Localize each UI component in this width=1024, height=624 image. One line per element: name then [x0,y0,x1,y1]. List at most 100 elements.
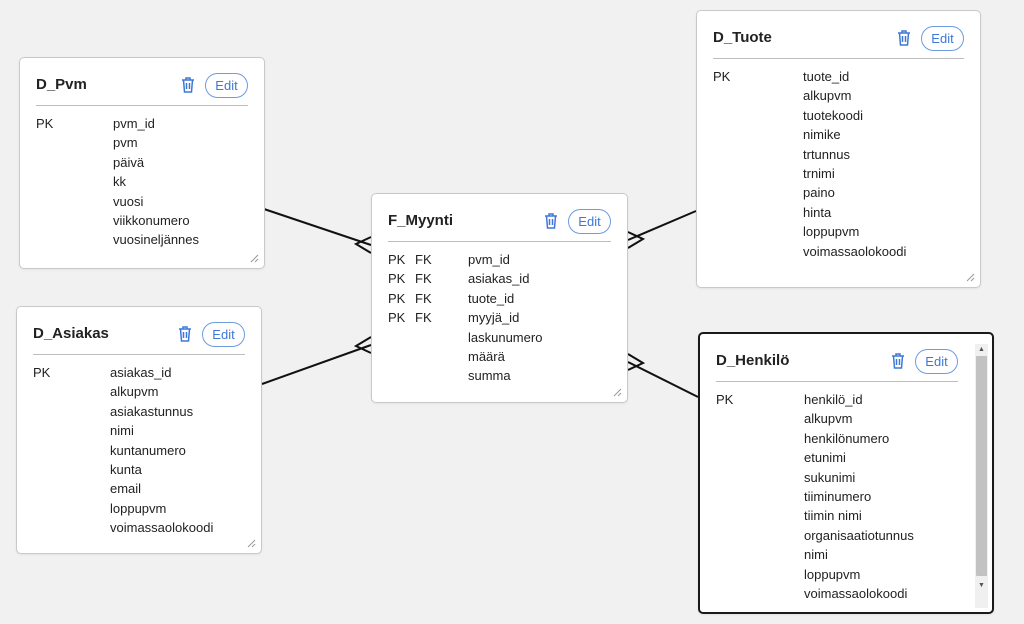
column-row: nimi [716,547,958,566]
table-title: D_Henkilö [716,352,790,369]
column-row: kk [36,174,248,193]
fk-label: FK [415,252,432,267]
column-name: pvm [113,135,138,151]
column-row: email [33,481,245,500]
scroll-down-arrow-icon[interactable]: ▼ [978,582,985,589]
column-row: trnimi [713,166,964,185]
pk-label: PK [713,69,731,84]
fk-label: FK [415,290,432,306]
column-name: trtunnus [803,146,850,162]
table-title: F_Myynti [388,212,454,229]
resize-handle-icon[interactable] [250,254,259,263]
table-card-header: D_Henkilö Edit [716,346,958,382]
column-row: vuosineljännes [36,232,248,251]
column-name: loppupvm [803,224,860,240]
trash-icon[interactable] [180,76,196,94]
column-row: voimassaolokoodi [713,244,964,263]
pk-label: PK [716,392,734,407]
column-name: email [110,481,142,497]
column-name: kunta [110,461,142,477]
edit-button[interactable]: Edit [202,322,245,347]
column-name: päivä [113,154,145,170]
table-card-header: D_Tuote Edit [713,23,964,59]
scroll-up-arrow-icon[interactable]: ▲ [978,346,985,353]
column-row: tiimin nimi [716,508,958,527]
column-name: tiiminumero [804,488,872,504]
column-name: asiakas_id [110,365,172,380]
relationship-d-henkilo-f-myynti[interactable] [627,353,699,398]
column-row: etunimi [716,450,958,469]
edit-button[interactable]: Edit [568,209,611,234]
column-name: summa [468,368,511,384]
column-name: organisaatiotunnus [804,527,914,543]
edit-button[interactable]: Edit [915,349,958,374]
pk-label: PK [33,365,51,380]
column-name: tuote_id [803,69,850,84]
column-name: trnimi [803,165,835,181]
column-row: viikkonumero [36,213,248,232]
trash-icon[interactable] [543,212,559,230]
column-row: hinta [713,205,964,224]
table-card-d-asiakas[interactable]: D_Asiakas Edit PK asiakas_id alkupvm asia… [16,306,262,554]
column-row: asiakastunnus [33,404,245,423]
table-title: D_Pvm [36,76,87,93]
relationship-d-asiakas-f-myynti[interactable] [261,336,372,385]
column-row: määrä [388,349,611,368]
fk-label: FK [415,271,432,287]
column-name: etunimi [804,450,846,466]
column-row: alkupvm [33,384,245,403]
column-name: asiakastunnus [110,403,194,419]
vertical-scrollbar[interactable]: ▲ ▼ [975,344,988,608]
pk-label: PK [388,252,406,267]
table-title: D_Asiakas [33,325,109,342]
edit-button[interactable]: Edit [921,26,964,51]
table-title: D_Tuote [713,29,772,46]
column-name: myyjä_id [468,310,520,326]
column-row: pvm [36,135,248,154]
column-name: pvm_id [113,116,155,131]
column-row: voimassaolokoodi [33,520,245,539]
column-name: voimassaolokoodi [110,520,214,536]
pk-label: PK [388,271,406,287]
column-name: loppupvm [804,566,861,582]
column-name: alkupvm [804,411,853,427]
column-name: määrä [468,348,505,364]
column-name: tiimin nimi [804,508,862,524]
column-row: tiiminumero [716,489,958,508]
relationship-d-tuote-f-myynti[interactable] [627,210,697,249]
column-row: alkupvm [716,411,958,430]
column-row: henkilönumero [716,431,958,450]
relationship-d-pvm-f-myynti[interactable] [263,208,372,254]
column-row: kunta [33,462,245,481]
resize-handle-icon[interactable] [247,539,256,548]
trash-icon[interactable] [177,325,193,343]
trash-icon[interactable] [896,29,912,47]
column-name: nimi [804,547,828,563]
resize-handle-icon[interactable] [966,273,975,282]
scroll-thumb[interactable] [976,356,987,576]
column-row: vuosi [36,194,248,213]
trash-icon[interactable] [890,352,906,370]
column-name: vuosi [113,193,144,209]
column-name: hinta [803,204,832,220]
column-row: kuntanumero [33,443,245,462]
column-name: vuosineljännes [113,232,200,248]
column-name: tuote_id [468,290,515,306]
column-row: voimassaolokoodi [716,586,958,605]
column-row: alkupvm [713,88,964,107]
column-name: kk [113,174,126,190]
edit-button[interactable]: Edit [205,73,248,98]
resize-handle-icon[interactable] [613,388,622,397]
column-name: loppupvm [110,500,167,516]
